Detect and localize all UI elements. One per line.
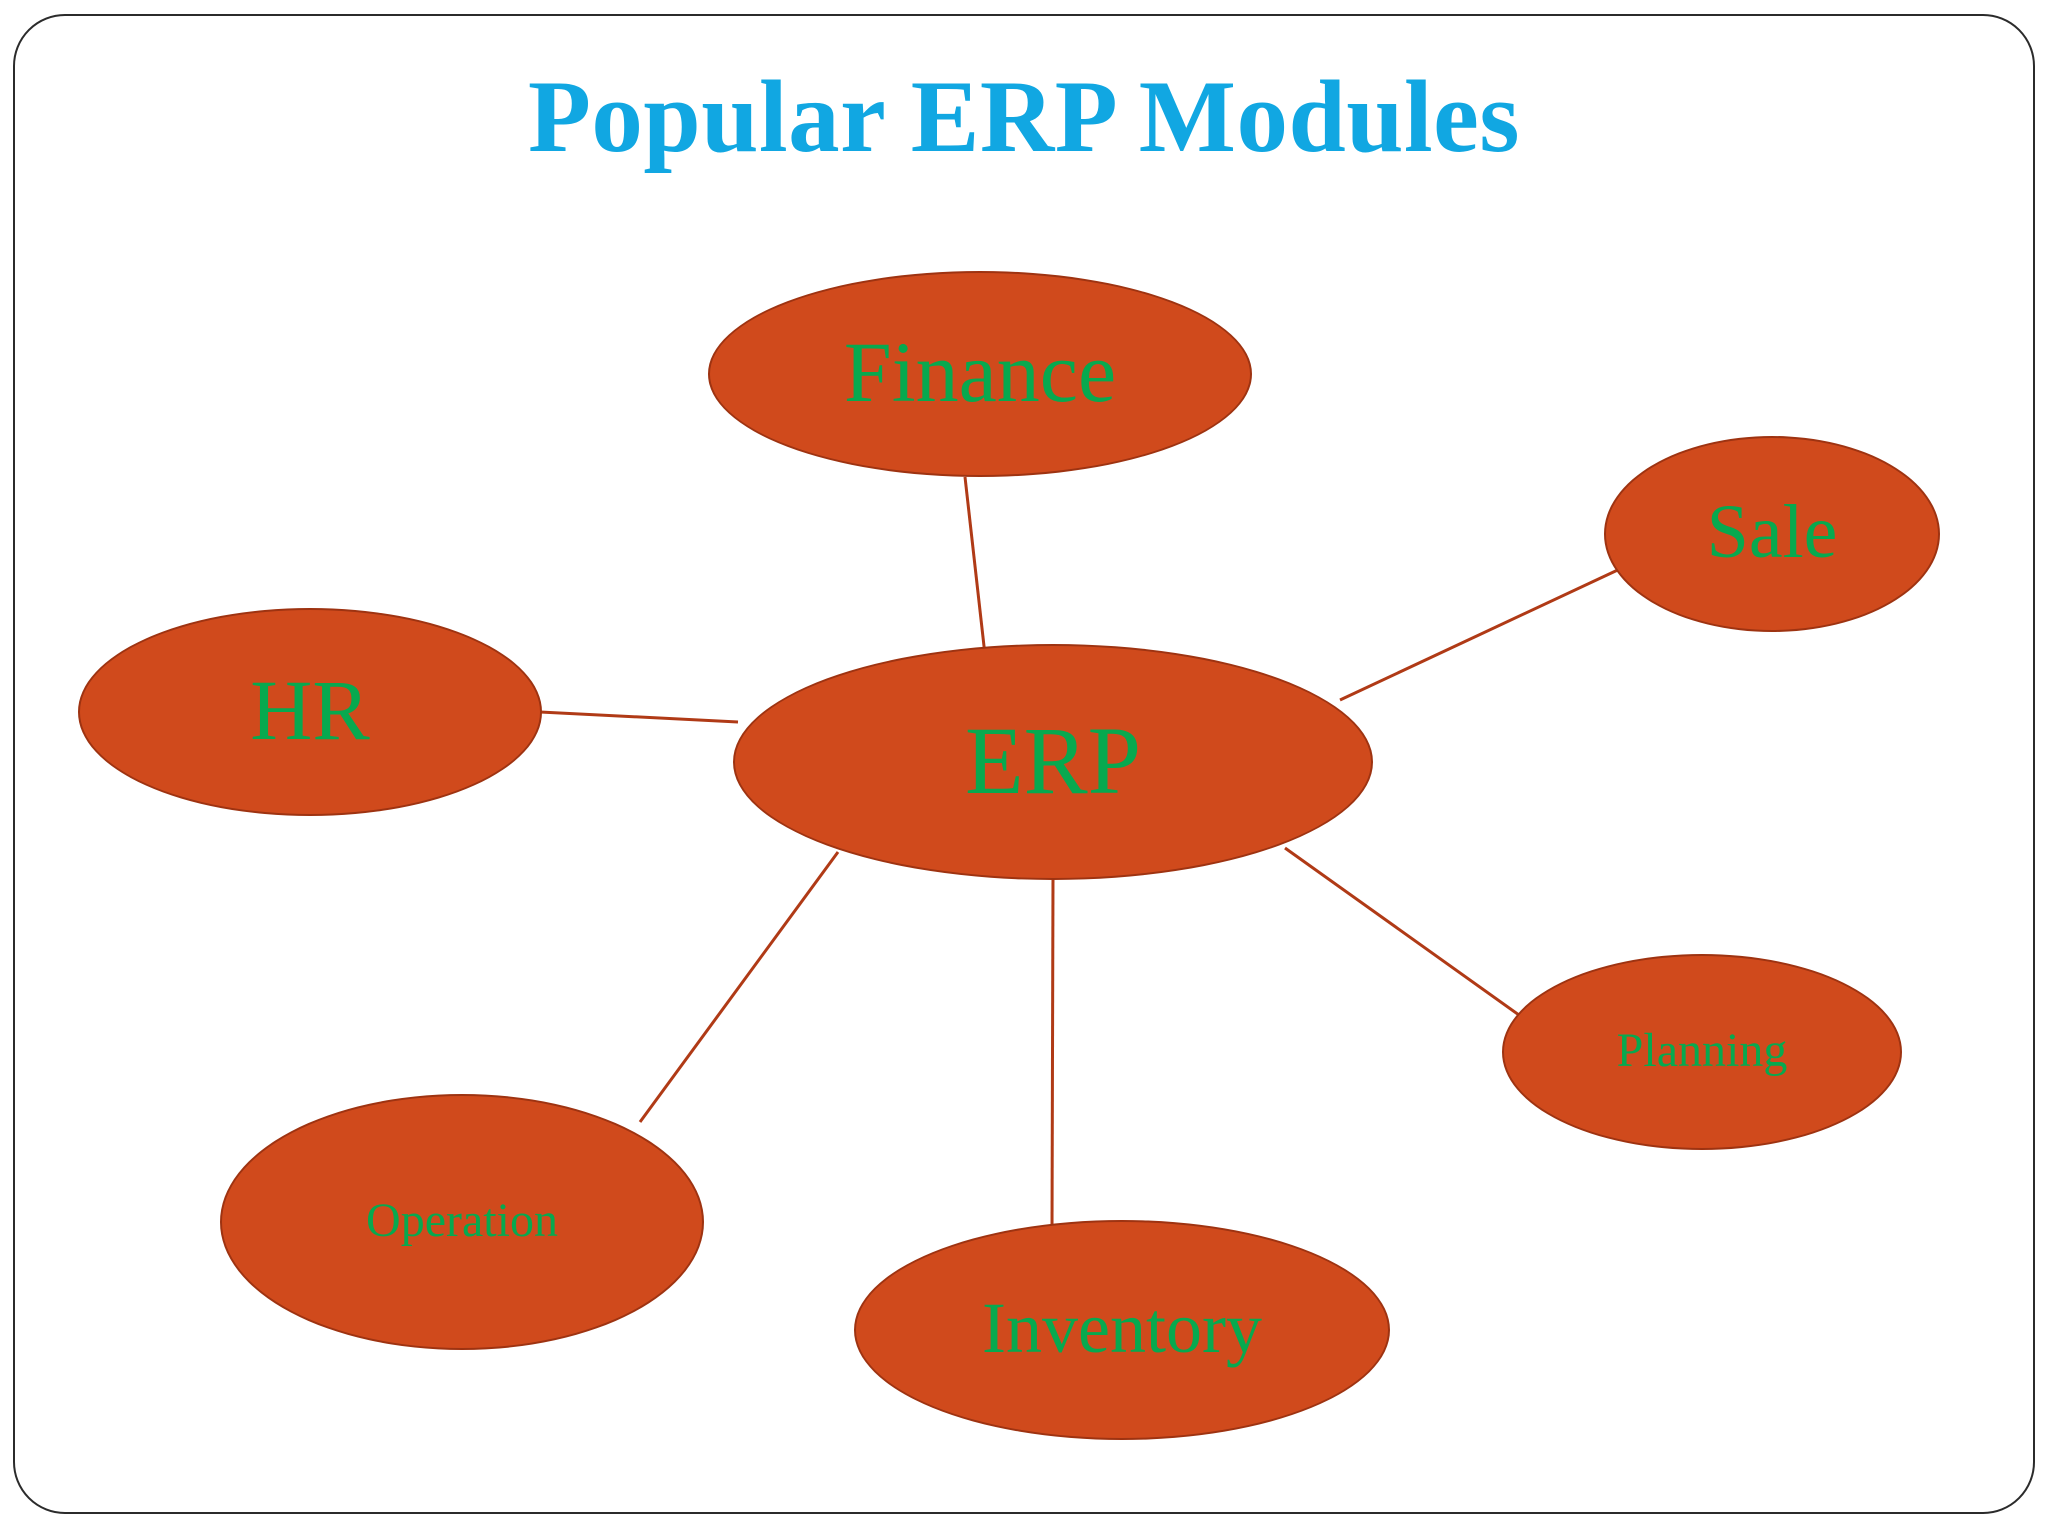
connector-erp-to-finance	[963, 476, 987, 656]
center-node-erp[interactable]: ERP	[733, 644, 1373, 880]
connector-erp-to-hr	[539, 710, 739, 724]
module-node-hr[interactable]: HR	[78, 608, 542, 816]
node-label-erp: ERP	[964, 706, 1142, 814]
node-label-finance: Finance	[843, 324, 1117, 420]
connector-erp-to-sale	[1339, 566, 1623, 702]
node-label-operation: Operation	[366, 1193, 558, 1247]
module-node-finance[interactable]: Finance	[708, 271, 1252, 477]
node-label-hr: HR	[250, 662, 370, 758]
module-node-planning[interactable]: Planning	[1502, 954, 1902, 1150]
node-label-sale: Sale	[1706, 489, 1838, 574]
module-node-sale[interactable]: Sale	[1604, 436, 1940, 632]
node-label-inventory: Inventory	[982, 1287, 1262, 1368]
node-label-planning: Planning	[1616, 1023, 1788, 1077]
connector-erp-to-inventory	[1050, 877, 1055, 1229]
page-title: Popular ERP Modules	[528, 60, 1520, 174]
module-node-inventory[interactable]: Inventory	[854, 1220, 1390, 1440]
connector-erp-to-planning	[1284, 846, 1541, 1032]
module-node-operation[interactable]: Operation	[220, 1094, 704, 1350]
connector-erp-to-operation	[638, 851, 840, 1123]
